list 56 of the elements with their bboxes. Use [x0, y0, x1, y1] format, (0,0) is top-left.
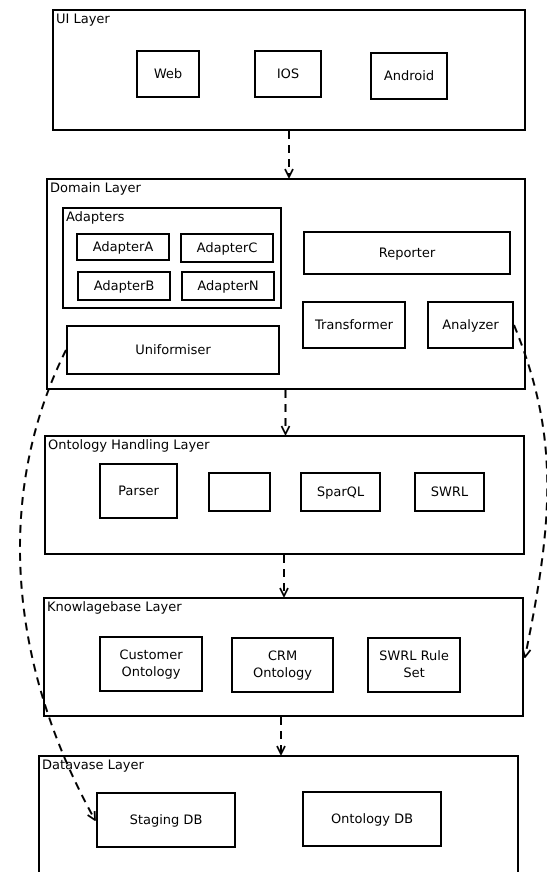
box-label: SWRL — [430, 484, 468, 500]
layer-panel — [44, 435, 525, 555]
dashed-arrow — [276, 717, 286, 755]
box-label: SparQL — [316, 484, 364, 500]
dashed-arrow — [280, 390, 290, 435]
component-box — [231, 637, 334, 693]
box-label: Analyzer — [442, 316, 499, 334]
box-label: AdapterN — [197, 278, 259, 294]
layer-title: UI Layer — [56, 12, 110, 28]
box-label: Staging DB — [130, 812, 202, 828]
box-label: AdapterA — [92, 238, 154, 256]
layer-panel — [46, 178, 526, 390]
component-box — [367, 637, 461, 693]
box-label: Transformer — [314, 316, 393, 334]
box-label: Parser — [118, 482, 159, 500]
box-label: AdapterB — [94, 278, 154, 294]
dashed-arrow — [279, 555, 289, 597]
component-box — [99, 636, 203, 692]
box-label: Uniformiser — [135, 342, 211, 358]
box-label: Android — [384, 68, 434, 84]
component-box — [180, 233, 274, 263]
box-label: IOS — [276, 66, 300, 82]
component-box — [181, 271, 275, 301]
layer-panel — [52, 9, 526, 131]
component-box — [302, 791, 442, 847]
layer-title: Domain Layer — [50, 181, 141, 197]
layer-title: Knowlagebase Layer — [47, 600, 182, 616]
box-label: Ontology DB — [330, 810, 414, 828]
component-box — [66, 325, 280, 375]
component-box — [96, 792, 236, 848]
dashed-arrow — [513, 324, 547, 658]
empty-box — [208, 472, 271, 512]
component-box — [427, 301, 514, 349]
box-label: SWRL Rule Set — [378, 648, 450, 682]
group-box — [62, 207, 282, 309]
component-box — [99, 463, 178, 519]
component-box — [76, 233, 170, 261]
component-box — [414, 472, 485, 512]
box-label: Web — [154, 66, 182, 82]
component-box — [303, 231, 511, 275]
component-box — [136, 50, 200, 98]
layer-panel — [38, 755, 519, 872]
layer-title: Ontology Handling Layer — [48, 438, 210, 454]
component-box — [77, 271, 171, 301]
component-box — [300, 472, 381, 512]
layer-title: Datavase Layer — [42, 758, 144, 774]
box-label: Reporter — [378, 244, 436, 262]
box-label: AdapterC — [196, 240, 258, 256]
dashed-arrow — [284, 131, 294, 178]
layer-panel — [43, 597, 524, 717]
component-box — [370, 52, 448, 100]
box-label: CRM Ontology — [252, 648, 314, 682]
box-label: Customer Ontology — [118, 647, 184, 681]
layer-title: Adapters — [66, 210, 124, 226]
component-box — [254, 50, 322, 98]
component-box — [302, 301, 406, 349]
